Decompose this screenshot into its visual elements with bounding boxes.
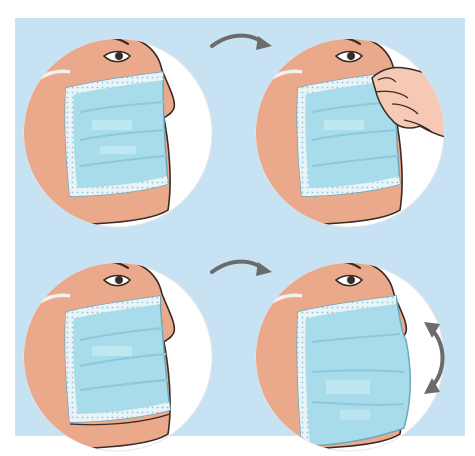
surgical-mask xyxy=(65,296,170,422)
surgical-mask xyxy=(65,72,168,196)
expanded-surgical-mask xyxy=(297,296,410,446)
